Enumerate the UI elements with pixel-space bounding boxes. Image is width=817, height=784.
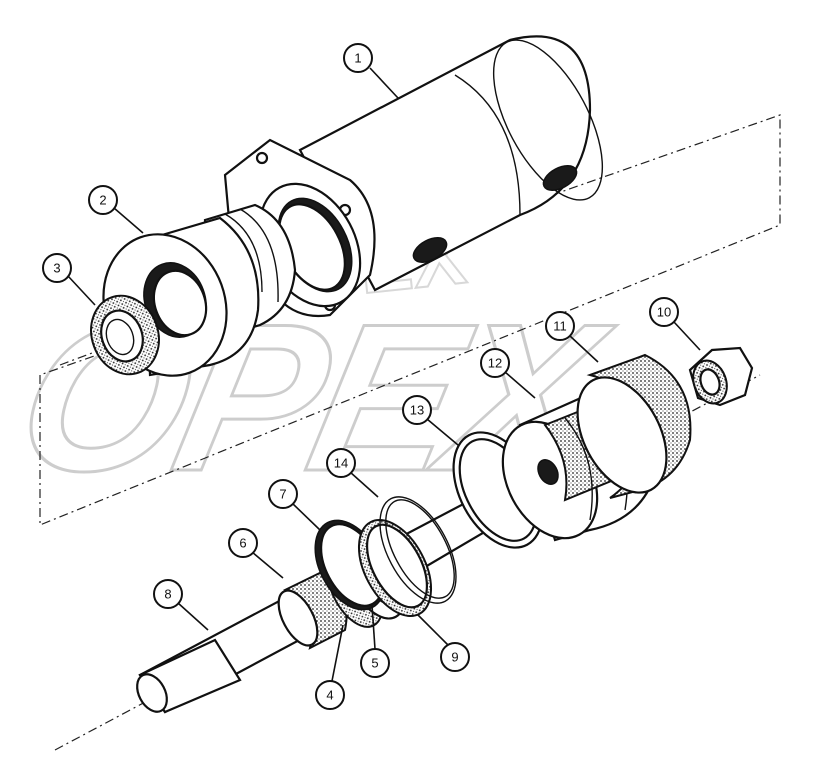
- callout-1-label: 1: [354, 51, 361, 66]
- part-11-piston-ring: [576, 353, 692, 499]
- callout-3-label: 3: [53, 261, 60, 276]
- callout-12-circle: [480, 348, 510, 378]
- callout-12-label: 12: [488, 356, 502, 371]
- callout-3-circle: [42, 253, 72, 283]
- callout-5-label: 5: [371, 656, 378, 671]
- callout-13-circle: [402, 395, 432, 425]
- callout-14-label: 14: [334, 456, 348, 471]
- callout-9-circle: [440, 642, 470, 672]
- callout-5-circle: [360, 648, 390, 678]
- callout-8-circle: [153, 579, 183, 609]
- callout-9-label: 9: [451, 650, 458, 665]
- part-3-wiper-seal: [90, 294, 160, 376]
- part-2-gland-head: [102, 203, 297, 377]
- callout-11-label: 11: [553, 319, 567, 334]
- callout-14-circle: [326, 448, 356, 478]
- callout-1-circle: [343, 43, 373, 73]
- part-10-nut: [688, 346, 754, 407]
- callout-7-circle: [268, 479, 298, 509]
- callout-11-circle: [545, 311, 575, 341]
- callout-2-circle: [88, 185, 118, 215]
- callout-7-label: 7: [279, 487, 286, 502]
- callout-6-label: 6: [239, 536, 246, 551]
- callout-4-circle: [315, 680, 345, 710]
- callout-6-circle: [228, 528, 258, 558]
- callout-8-label: 8: [164, 587, 171, 602]
- callout-10-circle: [649, 297, 679, 327]
- part-14-retaining-ring: [379, 496, 457, 604]
- callout-4-label: 4: [326, 688, 333, 703]
- callout-10-label: 10: [657, 305, 671, 320]
- callout-2-label: 2: [99, 193, 106, 208]
- callout-13-label: 13: [410, 403, 424, 418]
- callouts: 1 2 3 4 5 6 7 8 9 10 11 12: [42, 43, 701, 710]
